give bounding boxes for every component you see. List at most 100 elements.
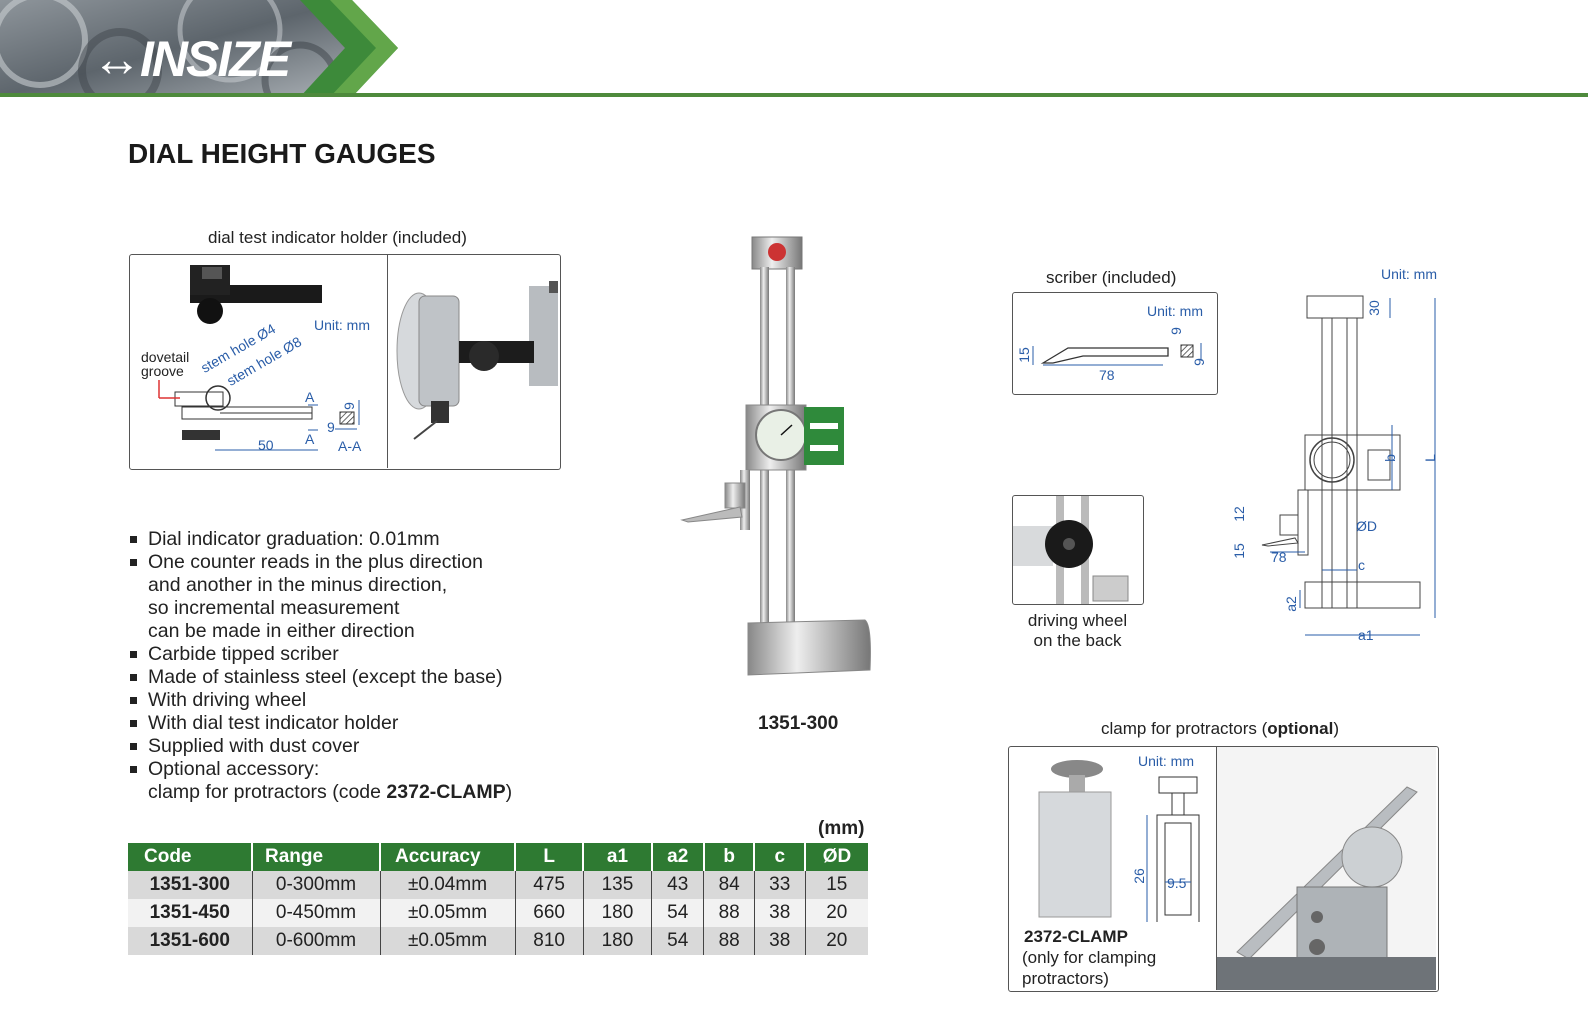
dim-b: b: [1381, 454, 1398, 462]
scriber-figure-box: [1012, 292, 1218, 395]
cell-c: 38: [753, 927, 806, 955]
cell-a1: 180: [582, 927, 652, 955]
spec-table: Code Range Accuracy L a1 a2 b c ØD 1351-…: [128, 843, 868, 955]
clamp-unit: Unit: mm: [1138, 753, 1194, 769]
holder-divider: [387, 255, 389, 468]
cell-od: 20: [804, 899, 868, 927]
cell-a1: 135: [582, 871, 652, 899]
scriber-drawing: [1032, 343, 1202, 366]
col-code: Code: [128, 843, 252, 871]
col-range: Range: [251, 843, 380, 871]
col-od: ØD: [804, 843, 868, 871]
cell-b: 88: [703, 899, 755, 927]
clamp-code: 2372-CLAMP: [1024, 927, 1128, 946]
section-a-top: A: [305, 389, 315, 405]
cell-range: 0-600mm: [251, 927, 380, 955]
dim-a1: a1: [1358, 627, 1374, 643]
col-c: c: [753, 843, 806, 871]
feature-list: Dial indicator graduation: 0.01mm One co…: [128, 528, 512, 804]
feature-item: Carbide tipped scriber: [128, 643, 512, 666]
product-model-label: 1351-300: [758, 713, 839, 734]
cell-od: 15: [804, 871, 868, 899]
cell-accuracy: ±0.05mm: [379, 899, 515, 927]
col-accuracy: Accuracy: [379, 843, 515, 871]
scriber-dim-78: 78: [1099, 367, 1115, 383]
feature-item: With driving wheel: [128, 689, 512, 712]
col-a1: a1: [582, 843, 652, 871]
product-photo: [680, 236, 871, 676]
col-l: L: [513, 843, 584, 871]
feature-item: With dial test indicator holder: [128, 712, 512, 735]
dim-30: 30: [1365, 300, 1382, 316]
table-unit: (mm): [818, 818, 865, 839]
holder-drawing: [158, 265, 360, 451]
cell-b: 88: [703, 927, 755, 955]
header-banner: [0, 0, 398, 97]
scriber-dim-9-b: 9: [1190, 358, 1207, 366]
cell-a2: 54: [651, 899, 704, 927]
dim-a2: a2: [1282, 596, 1299, 612]
cell-range: 0-450mm: [251, 899, 380, 927]
cell-c: 33: [753, 871, 806, 899]
cell-a2: 54: [651, 927, 704, 955]
clamp-divider: [1216, 747, 1218, 990]
cell-c: 38: [753, 899, 806, 927]
clamp-drawing: [1038, 760, 1200, 922]
clamp-photo: [1217, 747, 1436, 990]
dim-od: ØD: [1356, 518, 1377, 534]
cell-accuracy: ±0.05mm: [379, 927, 515, 955]
dim-15: 15: [1230, 543, 1247, 559]
table-row: 1351-300 0-300mm ±0.04mm 475 135 43 84 3…: [128, 871, 868, 899]
holder-caption: dial test indicator holder (included): [208, 228, 467, 247]
holder-dim-9-h: 9: [327, 419, 335, 435]
scriber-dim-9-a: 9: [1167, 327, 1184, 335]
scriber-dim-15: 15: [1015, 347, 1032, 363]
cell-code: 1351-600: [128, 927, 252, 955]
table-row: 1351-450 0-450mm ±0.05mm 660 180 54 88 3…: [128, 899, 868, 927]
cell-l: 660: [514, 899, 584, 927]
cell-accuracy: ±0.04mm: [379, 871, 515, 899]
dim-78: 78: [1271, 549, 1287, 565]
table-header-row: Code Range Accuracy L a1 a2 b c ØD: [128, 843, 868, 871]
feature-item: Optional accessory:clamp for protractors…: [128, 758, 512, 804]
cell-a1: 180: [582, 899, 652, 927]
holder-photo: [396, 281, 558, 440]
feature-item: Made of stainless steel (except the base…: [128, 666, 512, 689]
scriber-unit: Unit: mm: [1147, 303, 1203, 319]
holder-unit: Unit: mm: [314, 317, 370, 333]
dim-c: c: [1358, 557, 1365, 573]
cell-range: 0-300mm: [251, 871, 380, 899]
dimension-unit: Unit: mm: [1381, 266, 1437, 282]
cell-l: 475: [514, 871, 584, 899]
table-row: 1351-600 0-600mm ±0.05mm 810 180 54 88 3…: [128, 927, 868, 955]
brand-logo: ↔INSIZE: [92, 31, 291, 87]
cell-code: 1351-450: [128, 899, 252, 927]
section-a-bottom: A: [305, 431, 315, 447]
clamp-dim-26: 26: [1130, 868, 1147, 884]
driving-wheel-photo: [1012, 495, 1144, 605]
feature-item: Dial indicator graduation: 0.01mm: [128, 528, 512, 551]
feature-item: Supplied with dust cover: [128, 735, 512, 758]
cell-b: 84: [703, 871, 755, 899]
clamp-dim-9-5: 9.5: [1167, 875, 1187, 891]
cell-a2: 43: [651, 871, 704, 899]
col-b: b: [702, 843, 755, 871]
cell-od: 20: [804, 927, 868, 955]
holder-dim-50: 50: [258, 437, 274, 453]
dim-12: 12: [1230, 506, 1247, 522]
holder-dim-9-v: 9: [340, 402, 357, 410]
cell-code: 1351-300: [128, 871, 252, 899]
scriber-caption: scriber (included): [1046, 268, 1177, 287]
col-a2: a2: [650, 843, 704, 871]
clamp-caption: clamp for protractors (optional): [1101, 719, 1340, 738]
dim-L: L: [1421, 454, 1438, 462]
header-rule: [0, 93, 1588, 97]
page-title: DIAL HEIGHT GAUGES: [128, 138, 436, 169]
dimension-drawing: [1261, 295, 1436, 636]
cell-l: 810: [514, 927, 584, 955]
section-aa-label: A-A: [338, 438, 362, 454]
